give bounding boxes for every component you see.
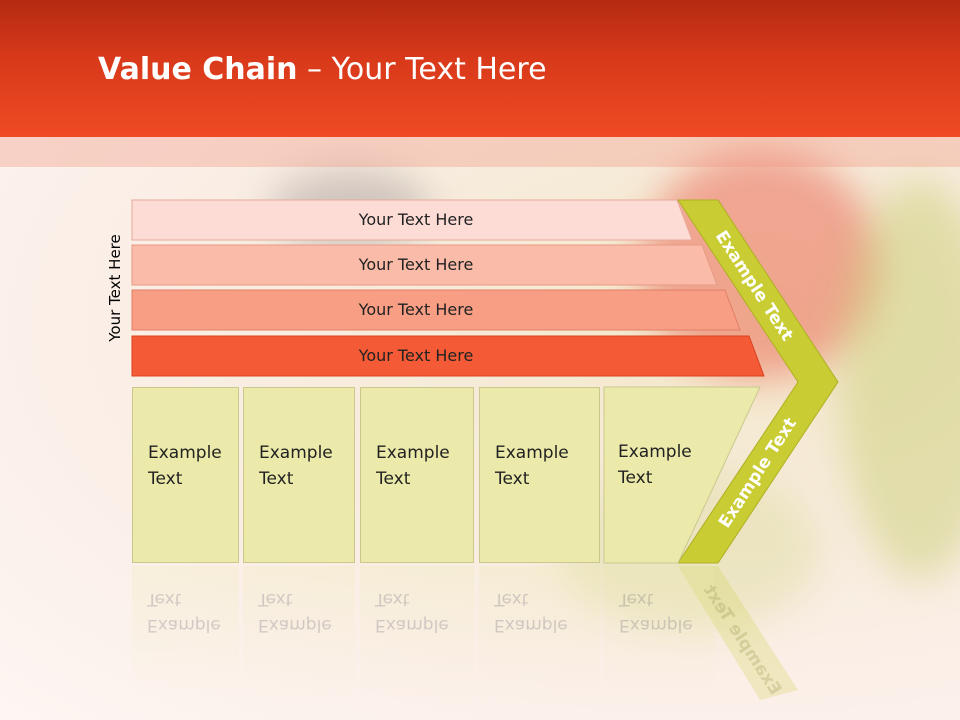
row-1-label: Your Text Here xyxy=(358,210,474,229)
row-1: Your Text Here xyxy=(131,199,693,241)
row-4-shape xyxy=(131,335,765,377)
box-3-reflection-line2: Text xyxy=(375,589,410,609)
page-title: Value Chain – Your Text Here xyxy=(98,52,547,87)
box-5-reflection: Example Text xyxy=(604,566,714,700)
box-4-line1: Example xyxy=(495,443,569,463)
row-3-shape xyxy=(131,289,741,331)
box-1-line1: Example xyxy=(148,443,222,463)
box-5-line1: Example xyxy=(618,442,692,462)
box-2-reflection-line2: Text xyxy=(258,589,293,609)
box-5-reflection-line1: Example xyxy=(619,615,693,635)
box-3-line1: Example xyxy=(376,443,450,463)
box-4-reflection-line2: Text xyxy=(494,589,529,609)
box-3-line2: Text xyxy=(376,469,411,489)
box-4-reflection-line1: Example xyxy=(494,615,568,635)
box-2-line1: Example xyxy=(259,443,333,463)
row-4-label: Your Text Here xyxy=(358,346,474,365)
box-1-reflection: Example Text xyxy=(132,566,239,700)
box-1-reflection-line1: Example xyxy=(147,615,221,635)
box-5-line2: Text xyxy=(618,468,653,488)
chevron-reflection xyxy=(678,566,798,700)
box-2-reflection: Example Text xyxy=(243,566,355,700)
background-lettuce xyxy=(840,180,960,580)
row-3-label: Your Text Here xyxy=(358,300,474,319)
box-5-reflection-line2: Text xyxy=(619,589,654,609)
header-stripe xyxy=(0,137,960,167)
row-1-shape xyxy=(131,199,693,241)
box-2-reflection-line1: Example xyxy=(258,615,332,635)
box-3-reflection-line1: Example xyxy=(375,615,449,635)
box-4-line2: Text xyxy=(495,469,530,489)
header-bar xyxy=(0,0,960,137)
box-4-reflection: Example Text xyxy=(479,566,600,700)
title-bold: Value Chain xyxy=(98,52,298,87)
row-3: Your Text Here xyxy=(131,289,741,331)
title-rest: – Your Text Here xyxy=(297,52,547,87)
box-3-reflection: Example Text xyxy=(360,566,474,700)
row-2-label: Your Text Here xyxy=(358,255,474,274)
row-2-shape xyxy=(131,244,718,286)
row-4: Your Text Here xyxy=(131,335,765,377)
box-1-reflection-line2: Text xyxy=(147,589,182,609)
box-1-line2: Text xyxy=(148,469,183,489)
row-2: Your Text Here xyxy=(131,244,718,286)
box-2-line2: Text xyxy=(259,469,294,489)
